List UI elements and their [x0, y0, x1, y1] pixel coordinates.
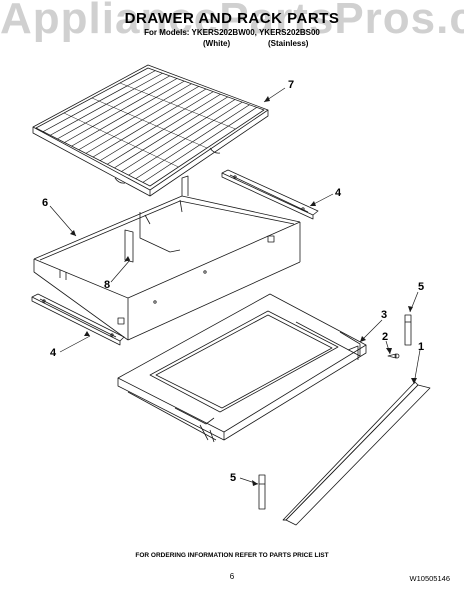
callout-3: 3	[381, 309, 387, 321]
callout-1: 1	[418, 341, 424, 353]
diagram-title: DRAWER AND RACK PARTS	[124, 10, 340, 27]
drawer-slide-right	[221, 169, 319, 220]
drawer-front-panel	[282, 381, 431, 526]
glide-bracket-lower	[258, 474, 266, 510]
models-line: For Models: YKERS202BW00, YKERS202BS00	[144, 28, 320, 37]
glide-bracket-upper	[404, 314, 412, 346]
variant-white: (White)	[203, 39, 231, 48]
callout-5-upper: 5	[418, 281, 424, 293]
callout-5-lower: 5	[230, 472, 236, 484]
drawer-frame	[117, 293, 367, 443]
callout-2: 2	[382, 331, 388, 343]
page-number: 6	[229, 572, 235, 581]
screw	[387, 353, 400, 359]
callout-7: 7	[288, 79, 294, 91]
callout-4-left: 4	[50, 347, 57, 359]
leader-arrowheads	[70, 96, 417, 486]
rack-wire	[119, 82, 236, 130]
oven-rack	[32, 64, 269, 197]
ordering-note: FOR ORDERING INFORMATION REFER TO PARTS …	[135, 552, 329, 559]
callout-4-right: 4	[335, 187, 342, 199]
variant-stainless: (Stainless)	[268, 39, 309, 48]
watermark: AppliancePartsPros.com	[0, 0, 464, 43]
rack-wire	[91, 97, 208, 149]
document-number: W10505146	[409, 574, 450, 583]
callout-8: 8	[104, 279, 110, 291]
drawer-liner	[33, 175, 301, 341]
drawer-slide-left	[31, 293, 125, 346]
rack-wire	[63, 112, 179, 168]
callout-6: 6	[42, 197, 48, 209]
